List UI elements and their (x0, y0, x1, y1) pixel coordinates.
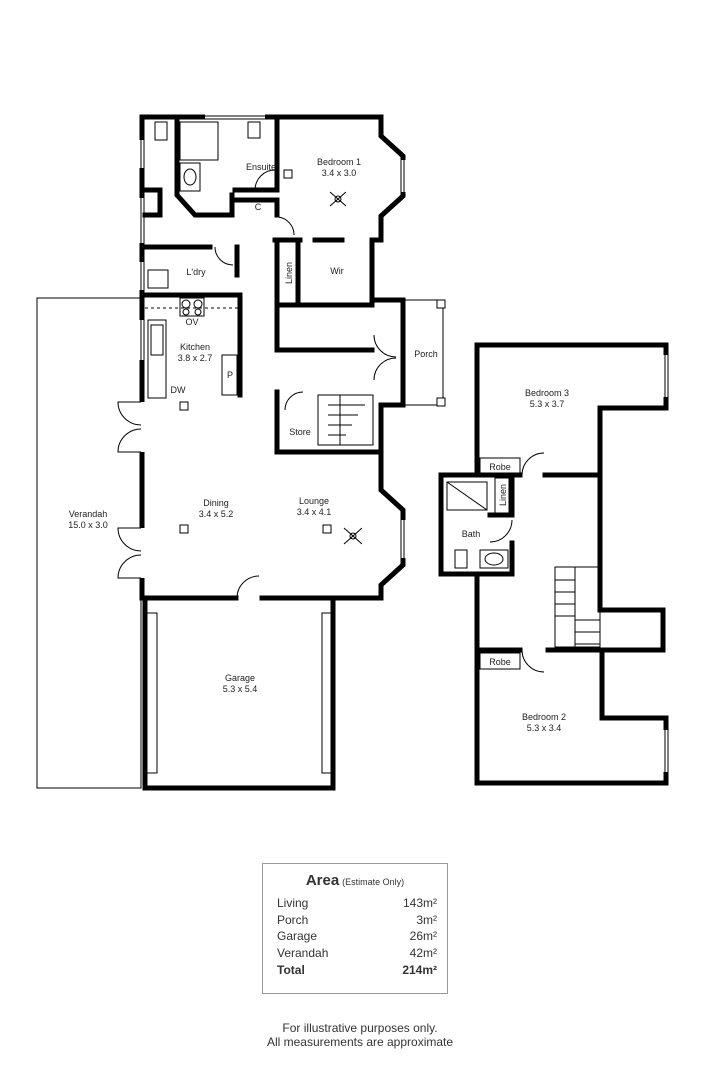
window-kitchen (139, 320, 145, 360)
dims-garage: 5.3 x 5.4 (223, 684, 258, 694)
area-value: 26m² (409, 929, 437, 943)
verandah-outline (36, 297, 142, 789)
dims-verandah: 15.0 x 3.0 (68, 520, 108, 530)
stairs-ground (317, 394, 374, 446)
dims-bedroom3: 5.3 x 3.7 (530, 399, 565, 409)
area-title: Area(Estimate Only) (263, 872, 447, 889)
laundry-tub (147, 269, 169, 289)
area-value: 42m² (409, 946, 437, 960)
window-left-2 (139, 198, 145, 243)
upper-floor: Bedroom 3 5.3 x 3.7 Robe Linen Bath Robe… (438, 342, 669, 786)
area-table: Area(Estimate Only) Living 143m² Porch 3… (262, 863, 448, 994)
area-title-text: Area (305, 872, 340, 889)
ground-floor: Ensuite Bedroom 1 3.4 x 3.0 C L'dry Line… (36, 114, 446, 791)
label-lounge: Lounge (299, 496, 329, 506)
window-left-1 (139, 140, 145, 168)
label-verandah: Verandah (69, 509, 108, 519)
label-bedroom1: Bedroom 1 (317, 157, 361, 167)
area-subtitle: (Estimate Only) (342, 877, 405, 887)
label-linen-upper: Linen (498, 484, 508, 506)
disclaimer: For illustrative purposes only. All meas… (0, 1021, 720, 1049)
area-label: Garage (277, 929, 318, 943)
dims-lounge: 3.4 x 4.1 (297, 507, 332, 517)
dims-bedroom2: 5.3 x 3.4 (527, 723, 562, 733)
area-total-label: Total (277, 963, 305, 977)
label-porch: Porch (414, 349, 438, 359)
label-garage: Garage (225, 673, 255, 683)
label-linen-ground: Linen (284, 262, 294, 284)
stairs-upper (554, 566, 601, 648)
robe-lower-outline (479, 652, 521, 670)
label-robe-lower: Robe (489, 657, 511, 667)
area-total-value: 214m² (402, 963, 437, 977)
window-bed1-bay (400, 160, 406, 192)
dims-kitchen: 3.8 x 2.7 (178, 353, 213, 363)
label-closet: C (255, 202, 262, 212)
disclaimer-line-1: For illustrative purposes only. (282, 1021, 438, 1035)
label-robe-upper: Robe (489, 462, 511, 472)
dims-dining: 3.4 x 5.2 (199, 509, 234, 519)
window-top (205, 114, 265, 120)
area-row-porch: Porch 3m² (277, 913, 437, 929)
label-bedroom3: Bedroom 3 (525, 388, 569, 398)
label-pantry: P (227, 370, 233, 380)
area-row-living: Living 143m² (277, 896, 437, 912)
area-row-verandah: Verandah 42m² (277, 946, 437, 962)
dims-bedroom1: 3.4 x 3.0 (322, 168, 357, 178)
area-value: 3m² (416, 913, 437, 927)
label-bedroom2: Bedroom 2 (522, 712, 566, 722)
label-store: Store (289, 427, 311, 437)
label-laundry: L'dry (186, 267, 206, 277)
porch-outline (404, 299, 444, 406)
kitchen-fixtures (145, 297, 240, 399)
disclaimer-line-2: All measurements are approximate (266, 1035, 454, 1049)
label-dishwasher: DW (171, 385, 186, 395)
area-label: Verandah (277, 946, 329, 960)
label-wir: Wir (330, 266, 344, 276)
ensuite-fixtures (154, 121, 261, 192)
label-ensuite: Ensuite (246, 162, 276, 172)
light-fittings (179, 169, 332, 534)
garage-door-right (321, 612, 333, 774)
interior-walls (142, 117, 384, 601)
window-lounge-bay (400, 520, 406, 558)
area-label: Porch (277, 913, 309, 927)
area-value: 143m² (402, 896, 437, 910)
ceiling-fans (329, 191, 363, 545)
label-bath: Bath (462, 529, 481, 539)
verandah-door-1 (117, 401, 142, 453)
area-row-total: Total 214m² (277, 963, 437, 979)
toilet-upper (454, 549, 468, 569)
window-left-3 (139, 262, 145, 290)
garage-door-left (146, 612, 158, 774)
label-dining: Dining (203, 498, 229, 508)
robe-upper-outline (479, 457, 521, 475)
label-kitchen: Kitchen (180, 342, 210, 352)
area-row-garage: Garage 26m² (277, 929, 437, 945)
area-label: Living (277, 896, 309, 910)
label-oven: OV (185, 317, 198, 327)
verandah-door-2 (117, 527, 142, 579)
